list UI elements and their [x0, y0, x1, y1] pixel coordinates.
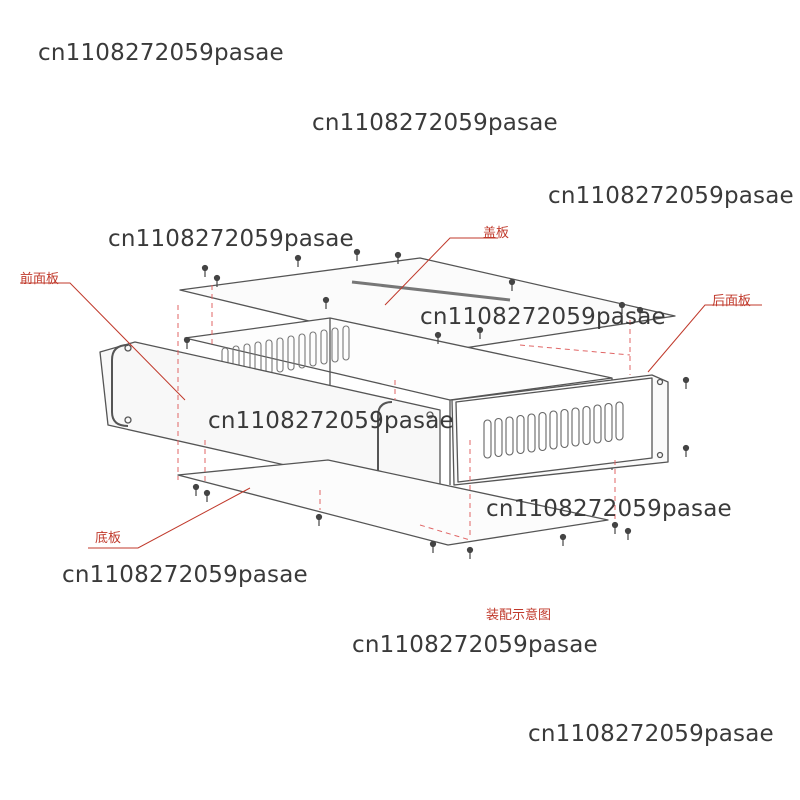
vent-slot: [309, 331, 317, 367]
vent-slot: [516, 414, 525, 455]
vent-slot: [287, 335, 295, 371]
screw-head: [353, 248, 361, 256]
screw-head: [192, 483, 200, 491]
vent-slot: [615, 401, 624, 441]
screw-head: [183, 336, 191, 344]
watermark-text: cn1108272059pasae: [548, 183, 794, 209]
watermark-text: cn1108272059pasae: [108, 226, 354, 252]
vent-slot: [483, 419, 492, 459]
label-rear-panel: 后面板: [712, 294, 752, 309]
label-cover-panel: 盖板: [483, 226, 510, 241]
vent-slot: [494, 417, 503, 458]
leader-lines: [20, 237, 762, 549]
vent-slot: [331, 327, 339, 363]
vent-slot: [571, 407, 580, 447]
screw-head: [203, 489, 211, 497]
watermark-text: cn1108272059pasae: [486, 496, 732, 522]
watermark-text: cn1108272059pasae: [62, 562, 308, 588]
screw-head: [394, 251, 402, 259]
screw-head: [322, 296, 330, 304]
screw-head: [434, 331, 442, 339]
screw-head: [466, 546, 474, 554]
screw-head: [294, 254, 302, 262]
watermark-text: cn1108272059pasae: [312, 110, 558, 136]
watermark-text: cn1108272059pasae: [208, 408, 454, 434]
bottom-panel: [177, 459, 609, 546]
vent-slot: [527, 413, 536, 453]
screw-head: [213, 274, 221, 282]
screw-head: [682, 376, 690, 384]
label-bottom-panel: 底板: [95, 531, 122, 546]
screw-head: [429, 540, 437, 548]
diagram-caption: 装配示意图: [486, 608, 552, 623]
vent-slot: [560, 408, 569, 449]
vent-slot: [593, 404, 602, 444]
vent-slot: [549, 410, 558, 450]
rear-panel: [451, 374, 669, 486]
screw-head: [682, 444, 690, 452]
vent-slot: [342, 325, 350, 361]
watermark-text: cn1108272059pasae: [38, 40, 284, 66]
screw-head: [611, 521, 619, 529]
screw-head: [508, 278, 516, 286]
vent-slot: [505, 416, 514, 456]
screws: [183, 248, 690, 559]
assembly-guides: [177, 285, 631, 541]
screw-head: [559, 533, 567, 541]
screw-head: [624, 527, 632, 535]
chassis-body: [184, 317, 613, 485]
watermark-text: cn1108272059pasae: [352, 632, 598, 658]
screw-head: [201, 264, 209, 272]
vent-slot: [582, 405, 591, 446]
screw-head: [315, 513, 323, 521]
vent-slot: [538, 411, 547, 452]
label-front-panel: 前面板: [20, 272, 60, 287]
vent-slot: [298, 333, 306, 369]
watermark-text: cn1108272059pasae: [528, 721, 774, 747]
vent-slot: [320, 329, 328, 365]
vent-slot: [276, 337, 284, 373]
vent-slot: [604, 402, 613, 443]
watermark-text: cn1108272059pasae: [420, 304, 666, 330]
